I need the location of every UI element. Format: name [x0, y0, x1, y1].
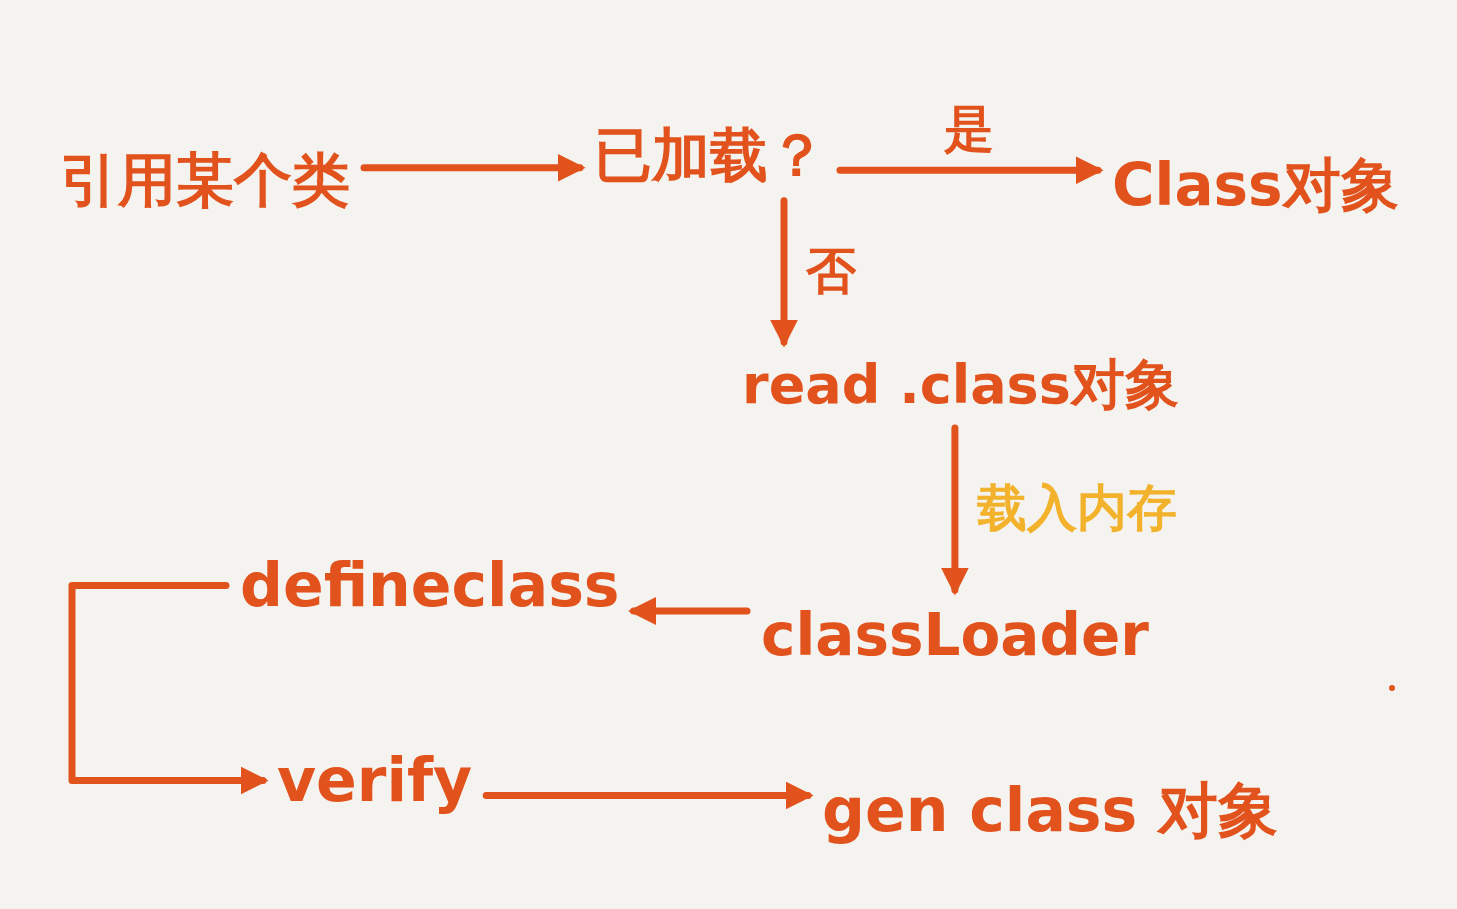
flow-step: 引用某个类	[54, 143, 356, 218]
step-text: 已加载？	[594, 122, 826, 189]
flow-step: classLoader	[755, 598, 1155, 673]
flow-arrow	[364, 164, 580, 171]
flow-step: Class对象	[1106, 148, 1405, 223]
flow-step: read .class对象	[736, 350, 1185, 420]
flow-step: defineclass	[234, 547, 626, 624]
flow-arrow	[72, 586, 263, 781]
step-text: gen class 对象	[822, 776, 1278, 845]
step-text: Class对象	[1112, 152, 1399, 219]
step-text: 引用某个类	[60, 147, 350, 214]
step-text: defineclass	[240, 551, 620, 620]
flow-step: verify	[271, 742, 478, 819]
ink-dot	[1389, 685, 1395, 691]
flow-step: gen class 对象	[816, 772, 1284, 849]
flow-step: 已加载？	[588, 118, 832, 193]
flow-arrow	[781, 201, 788, 342]
edge-label: 载入内存	[973, 480, 1181, 538]
flow-arrow	[840, 167, 1098, 174]
step-text: classLoader	[761, 602, 1149, 669]
flow-arrow	[634, 608, 747, 615]
flow-arrow	[486, 792, 808, 799]
step-text: read .class对象	[742, 354, 1179, 416]
step-text: verify	[277, 746, 472, 815]
edge-label: 否	[802, 243, 860, 301]
edge-label: 是	[940, 101, 998, 159]
flow-arrow	[951, 428, 958, 590]
